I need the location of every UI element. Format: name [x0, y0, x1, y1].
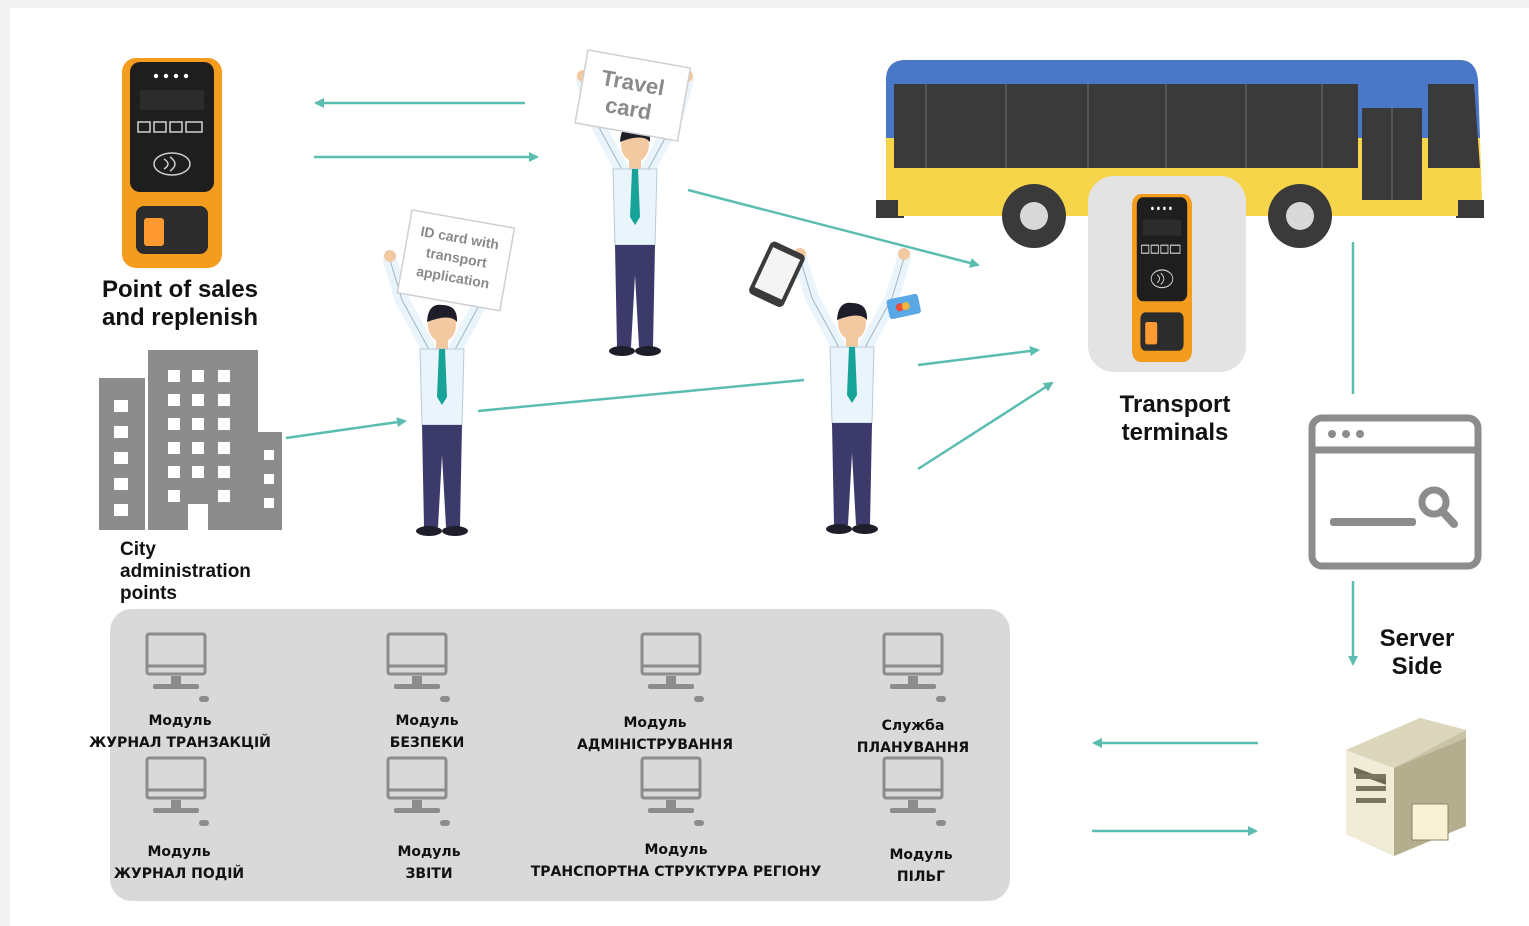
modules-panel: [110, 609, 1010, 901]
module-line2: ЖУРНАЛ ТРАНЗАКЦІЙ: [89, 734, 271, 751]
module-reports[interactable]: Модуль ЗВІТИ: [304, 842, 554, 885]
module-administration[interactable]: Модуль АДМІНІСТРУВАННЯ: [530, 713, 780, 756]
module-line1: Модуль: [147, 844, 211, 860]
module-line1: Модуль: [623, 715, 687, 731]
terminals-label-line1: Transport: [1119, 391, 1231, 418]
diagram-canvas: Travel card ID card with transport appli…: [10, 8, 1529, 926]
city-label-line3: points: [120, 582, 177, 604]
arrow-tablet-to-terminal: [917, 346, 1040, 367]
tablet-icon: [749, 241, 805, 307]
module-line2: ПІЛЬГ: [896, 868, 946, 885]
module-security[interactable]: Модуль БЕЗПЕКИ: [302, 711, 552, 754]
module-transport-structure[interactable]: Модуль ТРАНСПОРТНА СТРУКТУРА РЕГІОНУ: [526, 840, 826, 883]
pos-label-line2: and replenish: [101, 303, 259, 331]
server-label: Server Side: [1362, 625, 1472, 680]
bank-card-icon: [886, 293, 921, 320]
module-line1: Модуль: [889, 847, 953, 863]
module-line1: Модуль: [644, 842, 708, 858]
person-travel-card: Travel card: [575, 49, 693, 356]
line-id-to-tablet: [477, 378, 805, 413]
person-id-card: ID card with transport application: [384, 209, 516, 536]
city-label-line2: administration: [120, 560, 251, 582]
arrow-card-to-terminal: [687, 188, 980, 268]
arrow-card-payment-to-terminal: [917, 381, 1054, 471]
module-benefits[interactable]: Модуль ПІЛЬГ: [796, 845, 1046, 888]
module-line2: БЕЗПЕКИ: [389, 734, 465, 751]
module-line1: Модуль: [148, 713, 212, 729]
module-line2: ЗВІТИ: [405, 865, 453, 882]
module-line1: Служба: [881, 718, 945, 734]
terminals-label-line2: terminals: [1121, 418, 1229, 446]
diagram-graphics: Travel card ID card with transport appli…: [99, 49, 1484, 856]
city-label: City administration points: [120, 539, 310, 605]
terminals-label: Transport terminals: [1080, 391, 1270, 446]
pos-terminal-icon: [121, 57, 223, 269]
module-line1: Модуль: [395, 713, 459, 729]
module-line1: Модуль: [397, 844, 461, 860]
bus-icon: [876, 60, 1484, 248]
module-planning[interactable]: Служба ПЛАНУВАННЯ: [788, 716, 1038, 759]
server-tower-icon: [1346, 718, 1466, 856]
transport-terminal-icon: [1088, 176, 1246, 372]
building-icon: [99, 350, 282, 530]
connectors: [285, 98, 1358, 836]
pos-label-line1: Point of sales: [101, 276, 259, 303]
module-line2: ПЛАНУВАННЯ: [856, 739, 970, 756]
server-label-line1: Server: [1379, 625, 1455, 652]
arrow-city-to-id: [285, 417, 407, 440]
city-label-line1: City: [120, 539, 156, 560]
module-events[interactable]: Модуль ЖУРНАЛ ПОДІЙ: [54, 842, 304, 885]
person-tablet-card: [749, 240, 921, 534]
server-label-line2: Side: [1391, 652, 1443, 680]
module-transactions[interactable]: Модуль ЖУРНАЛ ТРАНЗАКЦІЙ: [55, 711, 305, 754]
browser-search-icon: [1308, 414, 1482, 570]
pos-label: Point of sales and replenish: [80, 276, 280, 331]
module-line2: ТРАНСПОРТНА СТРУКТУРА РЕГІОНУ: [530, 863, 822, 880]
module-line2: ЖУРНАЛ ПОДІЙ: [113, 865, 245, 882]
module-line2: АДМІНІСТРУВАННЯ: [577, 736, 733, 753]
